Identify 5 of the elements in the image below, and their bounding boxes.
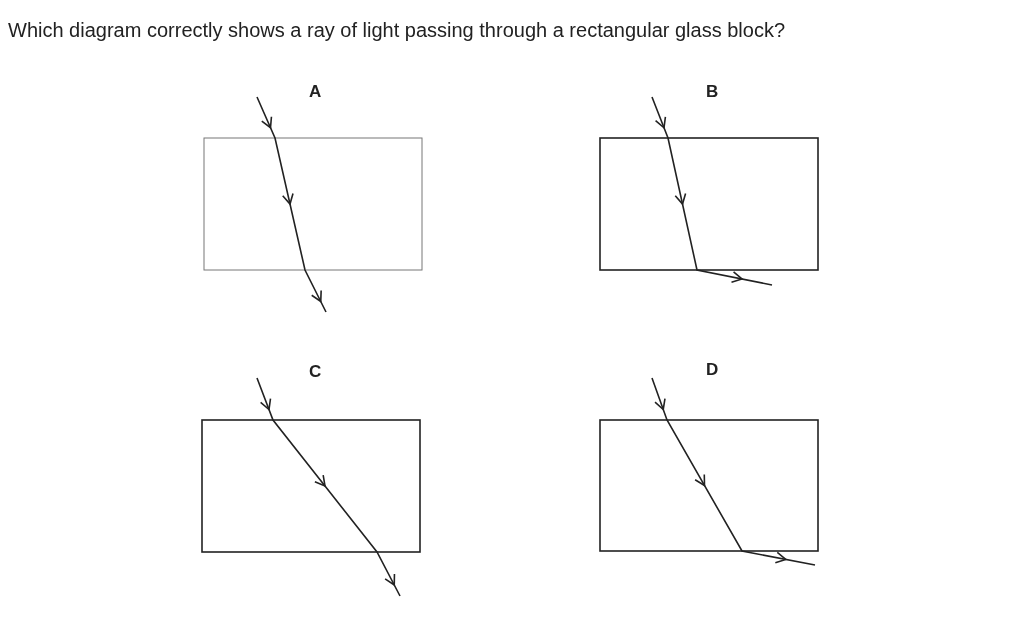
option-letter: D: [706, 360, 719, 380]
option-letter: C: [309, 362, 322, 382]
option-letter: A: [309, 82, 322, 102]
option-letter: B: [706, 82, 719, 102]
question-text: Which diagram correctly shows a ray of light passing through a rectangular glass block?: [8, 19, 786, 42]
